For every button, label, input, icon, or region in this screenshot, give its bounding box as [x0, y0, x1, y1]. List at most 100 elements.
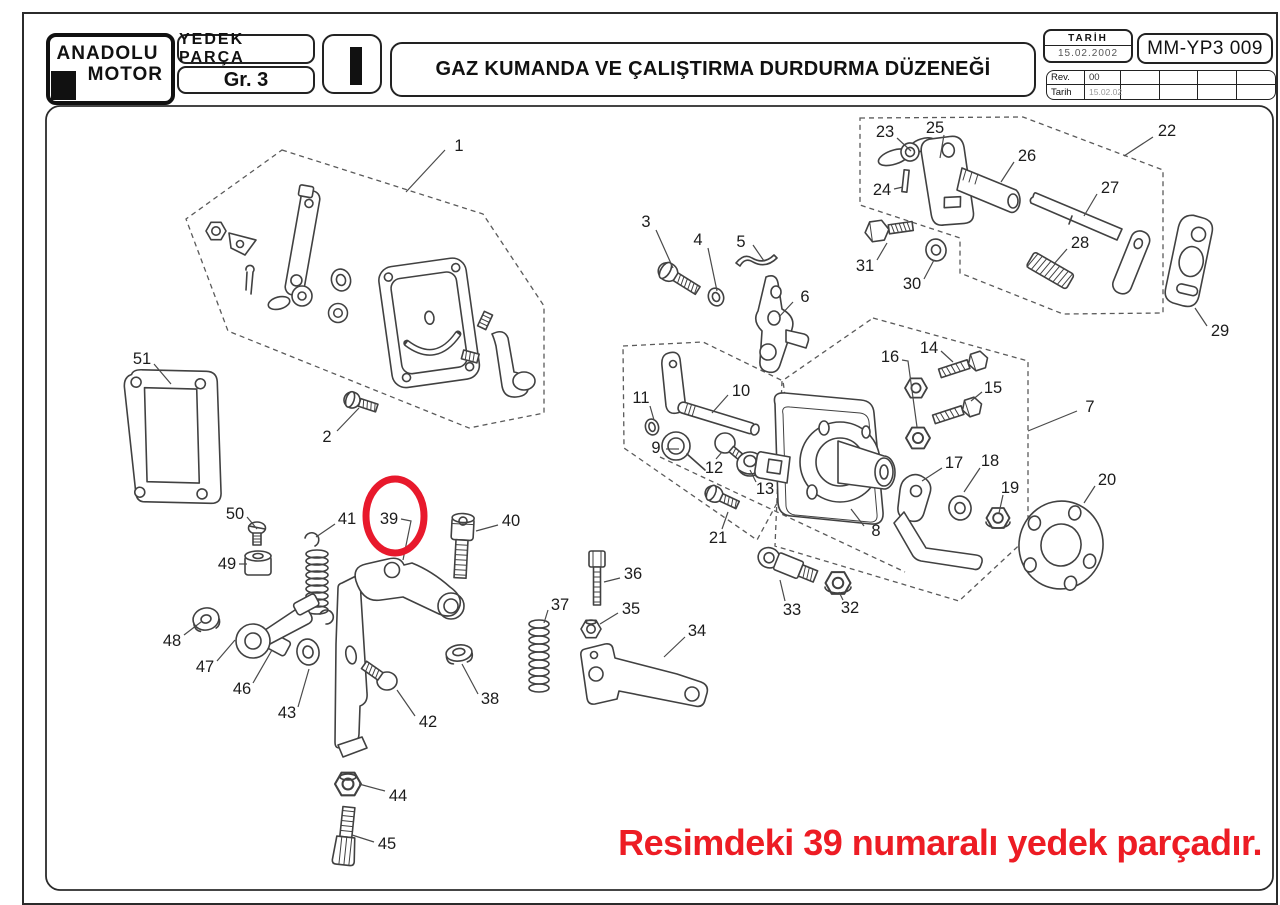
- part-label-4: 4: [693, 231, 702, 249]
- date-box: TARİH 15.02.2002: [1043, 29, 1133, 63]
- leader-line-31: [876, 242, 888, 261]
- part-label-16: 16: [881, 348, 899, 366]
- rev-empty-cell: [1198, 71, 1237, 85]
- leader-line-19: [998, 494, 1004, 514]
- leader-line-18: [963, 467, 981, 493]
- part-35-nut: [580, 619, 602, 639]
- part-30-washer: [925, 238, 947, 262]
- leader-line-2: [336, 407, 360, 432]
- part-label-42: 42: [419, 713, 437, 731]
- part-17-crank-lever: [893, 473, 983, 571]
- part-label-33: 33: [783, 601, 801, 619]
- part-10-rod: [661, 351, 760, 436]
- part-label-24: 24: [873, 181, 891, 199]
- part-label-17: 17: [945, 454, 963, 472]
- leader-line-28: [1053, 248, 1068, 265]
- leader-line-14: [940, 350, 954, 363]
- date-value: 15.02.2002: [1057, 48, 1119, 59]
- part-label-8: 8: [871, 522, 880, 540]
- part-9-torsion-spring: [661, 431, 706, 471]
- leader-line-42: [396, 689, 416, 717]
- part-label-36: 36: [624, 565, 642, 583]
- leader-lines: [153, 134, 1208, 843]
- part-32-nut: [824, 571, 852, 595]
- leader-line-11: [649, 405, 655, 421]
- part-28-spring: [1026, 252, 1075, 290]
- rev-date-label: Tarih: [1047, 85, 1085, 99]
- leader-line-48: [183, 621, 202, 636]
- part-27-rod: [1029, 192, 1151, 295]
- part-label-7: 7: [1085, 398, 1094, 416]
- part-4-washer: [707, 287, 725, 307]
- leader-line-45: [351, 834, 375, 843]
- part-label-39: 39: [380, 510, 398, 528]
- part-group-1: [205, 184, 536, 398]
- part-label-51: 51: [133, 350, 151, 368]
- leader-line-41: [315, 523, 336, 538]
- part-label-31: 31: [856, 257, 874, 275]
- part-51-gasket: [123, 368, 222, 505]
- part-20-gasket-disc: [1018, 500, 1104, 592]
- part-label-46: 46: [233, 680, 251, 698]
- part-label-26: 26: [1018, 147, 1036, 165]
- rev-empty-cell: [1236, 71, 1275, 85]
- leader-line-26: [1000, 161, 1015, 183]
- part-36-adjusting-screw: [588, 550, 606, 606]
- leader-line-38: [461, 663, 479, 695]
- part-31-bolt: [864, 219, 915, 243]
- part-label-2: 2: [322, 428, 331, 446]
- title-box: GAZ KUMANDA VE ÇALIŞTIRMA DURDURMA DÜZEN…: [390, 42, 1036, 97]
- part-label-35: 35: [622, 600, 640, 618]
- drawing-area-border: [45, 105, 1274, 891]
- part-38-cup-washer: [445, 644, 474, 665]
- leader-line-17: [921, 467, 943, 482]
- part-label-40: 40: [502, 512, 520, 530]
- group-label: Gr. 3: [223, 68, 269, 91]
- part-label-48: 48: [163, 632, 181, 650]
- part-40-cap-screw: [450, 512, 475, 580]
- part-label-50: 50: [226, 505, 244, 523]
- leader-line-50: [246, 516, 258, 530]
- part-48-grommet: [192, 607, 221, 633]
- divider-bar-icon: [350, 47, 362, 85]
- part-21-screw: [704, 484, 741, 510]
- part-47-lever: [235, 593, 320, 659]
- rev-label: Rev.: [1047, 71, 1085, 85]
- part-label-15: 15: [984, 379, 1002, 397]
- rev-empty-cell: [1121, 71, 1160, 85]
- section-marker-box: [322, 34, 382, 94]
- leader-line-29: [1194, 307, 1208, 327]
- part-11-ring: [644, 418, 660, 436]
- part-15-bolt: [931, 396, 983, 425]
- part-label-41: 41: [338, 510, 356, 528]
- leader-line-20: [1083, 485, 1096, 504]
- part-label-43: 43: [278, 704, 296, 722]
- highlight-circle-39: [362, 475, 428, 557]
- group-1-outline: [185, 149, 545, 429]
- leader-line-51: [153, 363, 172, 385]
- part-label-27: 27: [1101, 179, 1119, 197]
- page-border: [22, 12, 1278, 905]
- leader-line-4: [707, 247, 718, 292]
- stray-dashed-line: [659, 456, 906, 573]
- part-label-30: 30: [903, 275, 921, 293]
- leader-line-36: [603, 577, 621, 583]
- leader-line-1: [405, 149, 446, 193]
- part-label-13: 13: [756, 480, 774, 498]
- highlight-caption: Resimdeki 39 numaralı yedek parçadır.: [618, 822, 1262, 863]
- part-label-34: 34: [688, 622, 706, 640]
- doc-number-box: MM-YP3 009: [1137, 33, 1273, 64]
- leader-line-22: [1123, 136, 1154, 157]
- part-3-screw: [657, 261, 701, 296]
- part-label-10: 10: [732, 382, 750, 400]
- group-box: Gr. 3: [177, 66, 315, 94]
- rev-empty-cell: [1159, 71, 1198, 85]
- leader-line-33: [779, 579, 786, 602]
- leader-line-37: [543, 609, 549, 624]
- leader-line-32: [838, 591, 844, 601]
- part-label-29: 29: [1211, 322, 1229, 340]
- leader-line-23: [896, 137, 912, 152]
- part-label-12: 12: [705, 459, 723, 477]
- logo-corner-square: [51, 71, 76, 100]
